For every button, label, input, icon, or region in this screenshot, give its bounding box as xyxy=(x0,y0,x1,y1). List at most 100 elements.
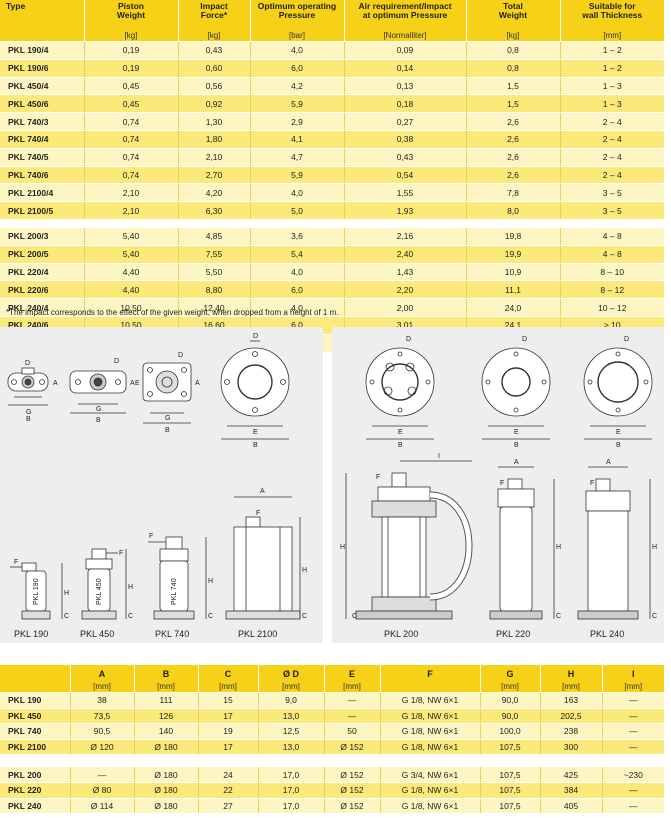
unit-cell xyxy=(0,30,84,42)
value-cell: — xyxy=(601,782,664,799)
value-cell: 0,8 xyxy=(465,41,560,60)
pkl450-top-view xyxy=(69,370,127,414)
value-cell: 8,0 xyxy=(465,201,560,220)
dim-col-header: H xyxy=(539,665,602,681)
value-cell: Ø 120 xyxy=(69,739,134,756)
group-separator xyxy=(0,754,664,768)
dim-col-header: Ø D xyxy=(257,665,324,681)
value-cell: — xyxy=(601,692,664,709)
value-cell: 73,5 xyxy=(69,708,134,725)
type-cell: PKL 740/4 xyxy=(0,130,84,149)
pkl2100-top-view xyxy=(220,340,290,440)
value-cell: 4 – 8 xyxy=(559,227,664,246)
value-cell: Ø 152 xyxy=(323,767,380,783)
value-cell: 10,50 xyxy=(83,298,178,317)
label-pkl220: PKL 220 xyxy=(496,629,530,639)
value-cell: ~230 xyxy=(601,767,664,783)
type-cell: PKL 740 xyxy=(0,723,70,740)
dim-e-200: E xyxy=(398,429,403,436)
technical-drawing-left: G B A D G B A D G B E A D D E B F H C F … xyxy=(7,333,307,639)
group-separator xyxy=(0,219,664,228)
type-cell: PKL 240 xyxy=(0,798,70,815)
value-cell: 24,0 xyxy=(465,298,560,317)
value-cell: 13,0 xyxy=(257,708,324,725)
dim-col-header: B xyxy=(133,665,198,681)
unit-cell: [mm] xyxy=(601,681,664,693)
value-cell: 111 xyxy=(133,692,198,709)
value-cell: 2,40 xyxy=(343,245,466,264)
value-cell: 140 xyxy=(133,723,198,740)
value-cell: 1,5 xyxy=(465,77,560,96)
value-cell: 13,0 xyxy=(257,739,324,756)
dim-col-header: F xyxy=(379,665,480,681)
value-cell: Ø 180 xyxy=(133,782,198,799)
value-cell: 17,0 xyxy=(257,798,324,815)
value-cell: 100,0 xyxy=(479,723,540,740)
value-cell: 17 xyxy=(197,708,258,725)
dim-c-240: C xyxy=(652,613,657,620)
dim-d-2100: D xyxy=(253,333,258,340)
unit-cell: [kg] xyxy=(465,30,560,42)
value-cell: 50 xyxy=(323,723,380,740)
pkl220-side-view xyxy=(489,466,555,620)
dim-h-220: H xyxy=(556,544,561,551)
unit-cell: [mm] xyxy=(69,681,134,693)
value-cell: 405 xyxy=(539,798,602,815)
drawing-panel-large-models: E B D E B D E B D I F H C A F H C A F H … xyxy=(332,327,664,643)
value-cell: 5,40 xyxy=(83,227,178,246)
value-cell: 3,6 xyxy=(249,227,344,246)
dim-a-240: A xyxy=(606,459,611,466)
value-cell: Ø 152 xyxy=(323,798,380,815)
value-cell: 90,5 xyxy=(69,723,134,740)
units-row: [kg] [kg] [bar] [Normalliter] [kg] [mm] xyxy=(0,30,664,42)
label-pkl190: PKL 190 xyxy=(14,629,48,639)
value-cell: 2,9 xyxy=(249,112,344,131)
value-cell: G 1/8, NW 6×1 xyxy=(379,708,480,725)
type-cell: PKL 220 xyxy=(0,782,70,799)
value-cell: Ø 152 xyxy=(323,739,380,756)
unit-cell: [mm] xyxy=(197,681,258,693)
value-cell: 2,10 xyxy=(83,183,178,203)
value-cell: 5,0 xyxy=(249,201,344,220)
dim-f-190: F xyxy=(14,559,18,566)
dim-f-740: F xyxy=(149,533,153,540)
value-cell: G 1/8, NW 6×1 xyxy=(379,723,480,740)
value-cell: 1 – 3 xyxy=(559,77,664,96)
dim-b-200: B xyxy=(398,442,403,449)
type-cell: PKL 190/6 xyxy=(0,59,84,78)
dim-a-450: A xyxy=(130,380,135,387)
value-cell: 0,74 xyxy=(83,130,178,149)
unit-cell: [Normalliter] xyxy=(343,30,466,42)
type-cell: PKL 200/5 xyxy=(0,245,84,264)
footnote: *The impact corresponds to the effect of… xyxy=(6,308,339,317)
value-cell: 0,27 xyxy=(343,112,466,131)
type-cell: PKL 450 xyxy=(0,708,70,725)
dim-c-190: C xyxy=(64,613,69,620)
value-cell: 1,55 xyxy=(343,183,466,203)
value-cell: 384 xyxy=(539,782,602,799)
dim-g-740: G xyxy=(165,415,170,422)
value-cell: 12,5 xyxy=(257,723,324,740)
value-cell: 300 xyxy=(539,739,602,756)
value-cell: 1,30 xyxy=(177,112,250,131)
type-cell: PKL 220/4 xyxy=(0,263,84,282)
value-cell: 1,5 xyxy=(465,94,560,114)
pkl740-side-view xyxy=(148,536,207,620)
type-cell: PKL 2100/4 xyxy=(0,183,84,203)
value-cell: 2,20 xyxy=(343,280,466,300)
dim-d-240: D xyxy=(624,336,629,343)
unit-cell: [mm] xyxy=(257,681,324,693)
separator-cell xyxy=(0,754,664,768)
dim-d-220: D xyxy=(522,336,527,343)
pkl190-side-view xyxy=(10,562,63,620)
dim-d-200: D xyxy=(406,336,411,343)
value-cell: 126 xyxy=(133,708,198,725)
value-cell: 22 xyxy=(197,782,258,799)
